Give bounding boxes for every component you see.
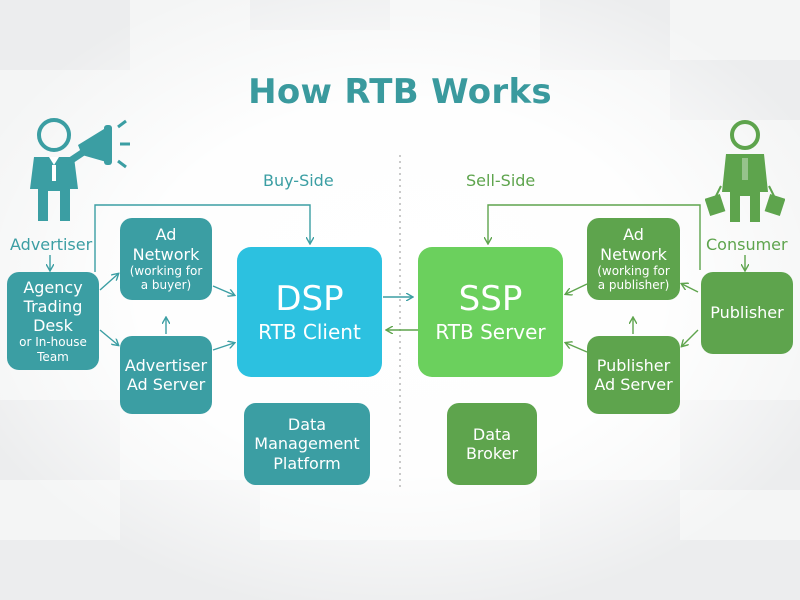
ssp-subtitle: RTB Server [435,319,546,344]
dsp-title: DSP [275,279,344,320]
box-line: Team [37,349,69,364]
consumer-label: Consumer [706,235,788,254]
ssp-title: SSP [458,279,523,320]
box-line: Agency [23,277,83,297]
box-line: Platform [273,453,341,473]
agency-trading-desk-box: Agency Trading Desk or In-house Team [7,272,99,370]
box-line: Data [287,415,327,435]
ssp-box: SSP RTB Server [418,247,563,377]
advertiser-megaphone-icon [30,118,130,221]
publisher-box: Publisher [701,272,793,354]
box-line: Management [254,434,360,454]
consumer-shopping-icon [705,120,785,222]
box-line: or In-house [19,335,87,350]
diagram-title: How RTB Works [248,72,552,112]
box-line: Network [132,244,200,264]
box-line: Publisher [710,303,784,323]
box-line: Ad [623,225,644,245]
box-line: Ad Server [126,375,206,394]
dsp-box: DSP RTB Client [237,247,382,377]
buy-side-label: Buy-Side [263,171,334,190]
box-line: Advertiser [124,355,208,375]
box-line: Ad [155,225,177,245]
box-line: Broker [465,444,519,463]
data-management-platform-box: Data Management Platform [244,403,370,485]
box-line: Publisher [596,355,671,375]
sell-side-label: Sell-Side [466,171,536,190]
ad-network-buyer-box: Ad Network (working for a buyer) [120,218,212,300]
box-line: Desk [33,316,73,336]
box-line: Ad Server [594,375,673,394]
advertiser-label: Advertiser [10,235,93,254]
publisher-ad-server-box: Publisher Ad Server [587,336,680,414]
box-line: Network [600,244,667,264]
box-line: (working for [129,263,203,278]
box-line: a publisher) [597,278,670,293]
advertiser-ad-server-box: Advertiser Ad Server [120,336,212,414]
box-line: Data [472,424,512,444]
data-broker-box: Data Broker [447,403,537,485]
box-line: (working for [597,263,670,278]
dsp-subtitle: RTB Client [258,319,361,344]
ad-network-publisher-box: Ad Network (working for a publisher) [587,218,680,300]
box-line: Trading [23,297,83,317]
box-line: a buyer) [140,278,192,293]
